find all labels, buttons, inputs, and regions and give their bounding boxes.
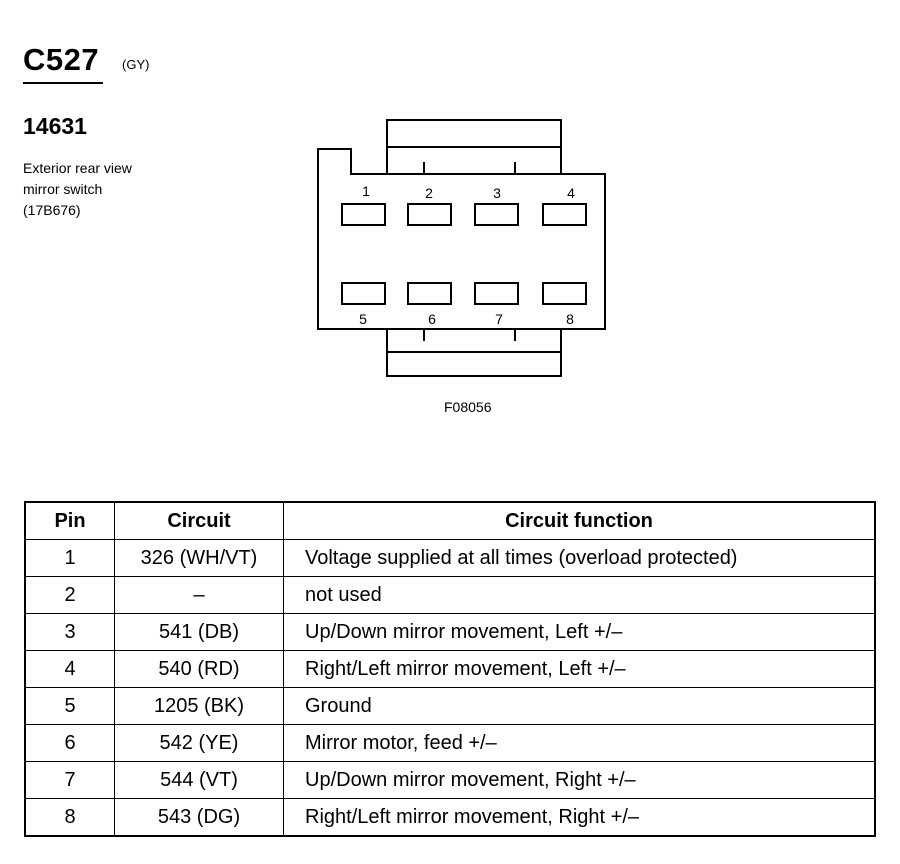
pin-cell: 6 — [24, 724, 115, 762]
pin-label: 2 — [425, 185, 433, 201]
pin-label: 6 — [428, 311, 436, 327]
part-number: 14631 — [23, 113, 87, 139]
pin-cell: 1 — [24, 539, 115, 577]
pin-cavity-4 — [542, 203, 587, 226]
pin-table: Pin Circuit Circuit function 1 326 (WH/V… — [24, 501, 876, 837]
pin-cell: 8 — [24, 798, 115, 837]
pin-cell: 4 — [24, 650, 115, 688]
function-cell: Ground — [283, 687, 876, 725]
connector-id: C527 — [23, 42, 100, 77]
connector-id-underline — [23, 82, 103, 84]
circuit-cell: 544 (VT) — [114, 761, 284, 799]
function-cell: Up/Down mirror movement, Left +/– — [283, 613, 876, 651]
header-circuit: Circuit — [114, 501, 284, 540]
pin-label: 8 — [566, 311, 574, 327]
table-row: 3 541 (DB) Up/Down mirror movement, Left… — [24, 613, 876, 651]
pin-cell: 2 — [24, 576, 115, 614]
circuit-cell: 542 (YE) — [114, 724, 284, 762]
pin-cavity-2 — [407, 203, 452, 226]
connector-color-code: (GY) — [122, 57, 150, 72]
function-cell: Right/Left mirror movement, Left +/– — [283, 650, 876, 688]
function-cell: not used — [283, 576, 876, 614]
table-row: 1 326 (WH/VT) Voltage supplied at all ti… — [24, 539, 876, 577]
pin-label: 1 — [362, 183, 370, 199]
pin-cavity-7 — [474, 282, 519, 305]
circuit-cell: 541 (DB) — [114, 613, 284, 651]
header-pin: Pin — [24, 501, 115, 540]
pin-cell: 3 — [24, 613, 115, 651]
pin-label: 5 — [359, 311, 367, 327]
table-row: 4 540 (RD) Right/Left mirror movement, L… — [24, 650, 876, 688]
description-line: mirror switch — [23, 181, 103, 197]
table-row: 7 544 (VT) Up/Down mirror movement, Righ… — [24, 761, 876, 799]
connector-body — [317, 148, 606, 330]
function-cell: Voltage supplied at all times (overload … — [283, 539, 876, 577]
connector-face-diagram: 1 2 3 4 5 6 7 8 — [317, 119, 606, 377]
function-cell: Up/Down mirror movement, Right +/– — [283, 761, 876, 799]
description-line: Exterior rear view — [23, 160, 132, 176]
pin-cavity-5 — [341, 282, 386, 305]
pin-cell: 7 — [24, 761, 115, 799]
circuit-cell: 540 (RD) — [114, 650, 284, 688]
table-row: 5 1205 (BK) Ground — [24, 687, 876, 725]
pin-label: 4 — [567, 185, 575, 201]
header-circuit-function: Circuit function — [283, 501, 876, 540]
circuit-cell: 1205 (BK) — [114, 687, 284, 725]
table-row: 8 543 (DG) Right/Left mirror movement, R… — [24, 798, 876, 837]
table-row: 2 – not used — [24, 576, 876, 614]
pin-cell: 5 — [24, 687, 115, 725]
pin-cavity-3 — [474, 203, 519, 226]
function-cell: Mirror motor, feed +/– — [283, 724, 876, 762]
description-line: (17B676) — [23, 202, 81, 218]
table-row: 6 542 (YE) Mirror motor, feed +/– — [24, 724, 876, 762]
pin-cavity-6 — [407, 282, 452, 305]
pin-label: 3 — [493, 185, 501, 201]
pin-label: 7 — [495, 311, 503, 327]
pin-cavity-1 — [341, 203, 386, 226]
function-cell: Right/Left mirror movement, Right +/– — [283, 798, 876, 837]
table-header-row: Pin Circuit Circuit function — [24, 501, 876, 540]
circuit-cell: 543 (DG) — [114, 798, 284, 837]
circuit-cell: 326 (WH/VT) — [114, 539, 284, 577]
circuit-cell: – — [114, 576, 284, 614]
pin-cavity-8 — [542, 282, 587, 305]
figure-id: F08056 — [444, 399, 492, 415]
